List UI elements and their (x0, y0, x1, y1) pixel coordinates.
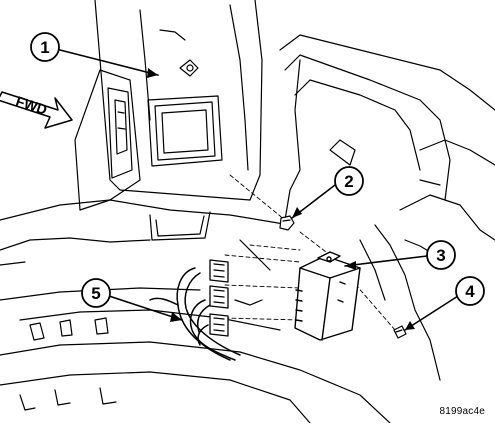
right-inner-panel (279, 34, 495, 381)
callout-number-2: 2 (344, 172, 353, 191)
callout-number-3: 3 (436, 246, 445, 265)
callout-circle-5 (81, 278, 111, 308)
fwd-label: FWD (14, 93, 49, 118)
fwd-arrow-icon (0, 91, 73, 129)
screw (393, 325, 407, 339)
rear-quarter-panel (94, 0, 263, 201)
left-pillar (74, 69, 141, 211)
callout-number-4: 4 (465, 282, 475, 301)
nut (279, 215, 295, 231)
callout-circle-2 (334, 166, 364, 196)
callout-circle-3 (426, 240, 456, 270)
module-receiver (294, 251, 361, 341)
callout-circle-4 (455, 276, 485, 306)
callout-number-1: 1 (40, 38, 49, 57)
access-opening (147, 95, 223, 167)
harness-connectors (209, 259, 229, 337)
wire-harness (149, 267, 241, 361)
callout-circle-1 (30, 32, 60, 62)
callout-number-5: 5 (91, 284, 100, 303)
figure-code: 8199ac4e (439, 406, 485, 417)
